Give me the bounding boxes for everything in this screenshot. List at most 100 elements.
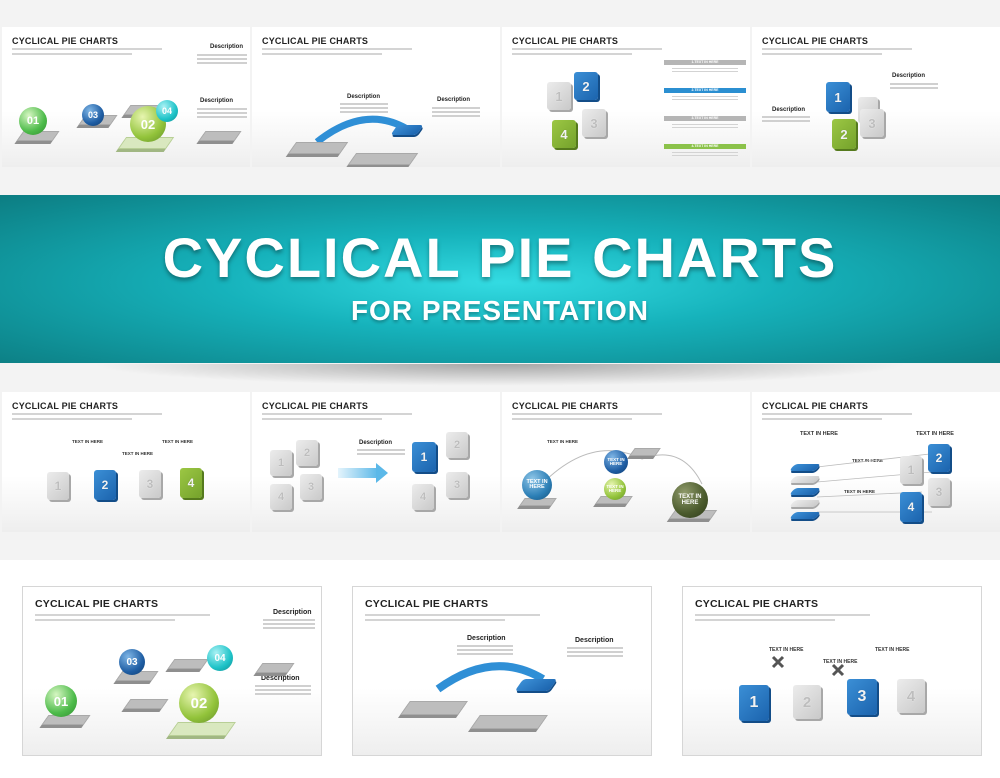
puzzle-piece-3: 3 — [860, 109, 884, 137]
slide-thumbnail-r1-3[interactable]: CYCLICAL PIE CHARTS 1 2 3 4 1.TEXT IN HE… — [502, 27, 750, 167]
text-label: TEXT IN HERE — [547, 439, 579, 444]
puzzle-piece-4: 4 — [180, 468, 202, 498]
text-ball-navy: TEXT IN HERE — [604, 450, 628, 474]
puzzle-piece-1: 1 — [547, 82, 571, 110]
description-label: Description — [892, 73, 926, 79]
description-label: Description — [261, 675, 300, 682]
slide-title: CYCLICAL PIE CHARTS — [762, 401, 869, 411]
description-lines — [197, 108, 247, 120]
puzzle-piece-1: 1 — [47, 472, 69, 500]
text-placeholder-lines — [512, 413, 662, 423]
puzzle-piece-2: 2 — [94, 470, 116, 500]
puzzle-piece-3: 3 — [847, 679, 877, 715]
puzzle-piece-2: 2 — [446, 432, 468, 458]
puzzle-plate — [470, 715, 548, 729]
puzzle-piece-4: 4 — [270, 484, 292, 510]
text-ball-olive: TEXT IN HERE — [672, 482, 708, 518]
text-label: TEXT IN HERE — [852, 458, 884, 463]
puzzle-plate — [167, 659, 209, 669]
description-label: Description — [575, 637, 614, 644]
slide-thumbnail-r1-4[interactable]: CYCLICAL PIE CHARTS Description Descript… — [752, 27, 1000, 167]
slide-thumbnail-r1-2[interactable]: CYCLICAL PIE CHARTS Description Descript… — [252, 27, 500, 167]
number-ball-02: 02 — [179, 683, 219, 723]
puzzle-plate — [255, 663, 295, 673]
description-label: Description — [347, 94, 381, 100]
puzzle-plate — [400, 701, 468, 715]
puzzle-piece-2: 2 — [574, 72, 598, 100]
puzzle-piece-4: 4 — [900, 492, 922, 522]
right-arrow-icon — [338, 468, 378, 478]
slide-preview-large-3[interactable]: CYCLICAL PIE CHARTS TEXT IN HERE TEXT IN… — [682, 586, 982, 756]
text-ball-blue: TEXT IN HERE — [522, 470, 552, 500]
text-ball-lime: TEXT IN HERE — [604, 478, 626, 500]
slide-title: CYCLICAL PIE CHARTS — [365, 598, 489, 610]
description-label: Description — [273, 609, 312, 616]
description-lines — [890, 83, 938, 91]
text-placeholder-lines — [365, 614, 540, 624]
number-ball-01: 01 — [45, 685, 77, 717]
text-label: TEXT IN HERE — [800, 431, 838, 437]
floor-gradient — [2, 476, 250, 532]
text-label: TEXT IN HERE — [72, 439, 104, 444]
slide-thumbnail-r2-4[interactable]: CYCLICAL PIE CHARTS TEXT IN HERE TEXT IN… — [752, 392, 1000, 532]
number-ball-04: 04 — [207, 645, 233, 671]
puzzle-piece-4: 4 — [412, 484, 434, 510]
puzzle-piece-1: 1 — [270, 450, 292, 476]
description-lines — [762, 116, 810, 124]
description-lines — [255, 685, 311, 697]
description-label: Description — [200, 98, 234, 104]
slide-preview-large-1[interactable]: CYCLICAL PIE CHARTS Description Descript… — [22, 586, 322, 756]
text-placeholder-lines — [12, 413, 162, 423]
text-placeholder-lines — [512, 48, 662, 58]
slide-title: CYCLICAL PIE CHARTS — [512, 36, 619, 46]
puzzle-piece-1: 1 — [900, 456, 922, 484]
description-label: Description — [772, 107, 806, 113]
puzzle-piece-4: 4 — [897, 679, 925, 713]
slide-title: CYCLICAL PIE CHARTS — [695, 598, 819, 610]
text-label: TEXT IN HERE — [162, 439, 194, 444]
slide-title: CYCLICAL PIE CHARTS — [262, 401, 369, 411]
slide-thumbnail-r1-1[interactable]: CYCLICAL PIE CHARTS Description Descript… — [2, 27, 250, 167]
text-label: TEXT IN HERE — [844, 489, 876, 494]
title-banner — [0, 195, 1000, 363]
floor-gradient — [683, 687, 981, 755]
slide-title: CYCLICAL PIE CHARTS — [12, 401, 119, 411]
number-ball-01: 01 — [19, 107, 47, 135]
puzzle-piece-2: 2 — [793, 685, 821, 719]
description-lines — [340, 103, 388, 115]
text-placeholder-lines — [262, 48, 412, 58]
text-placeholder-lines — [762, 48, 912, 58]
description-lines — [263, 619, 315, 631]
slide-title: CYCLICAL PIE CHARTS — [512, 401, 619, 411]
puzzle-piece-1: 1 — [739, 685, 769, 721]
description-lines — [432, 107, 480, 119]
text-label: TEXT IN HERE — [769, 647, 804, 653]
step-bar-2: 2.TEXT IN HERE — [664, 88, 746, 93]
puzzle-piece-2: 2 — [832, 119, 856, 149]
bar-text-lines — [672, 124, 738, 130]
slide-title: CYCLICAL PIE CHARTS — [762, 36, 869, 46]
text-placeholder-lines — [762, 413, 912, 423]
text-label: TEXT IN HERE — [122, 451, 154, 456]
bar-text-lines — [672, 152, 738, 158]
banner-subtitle: FOR PRESENTATION — [350, 295, 650, 326]
slide-preview-large-2[interactable]: CYCLICAL PIE CHARTS Description Descript… — [352, 586, 652, 756]
description-label: Description — [210, 44, 244, 50]
description-label: Description — [437, 97, 471, 103]
puzzle-plate — [198, 131, 242, 141]
text-label: TEXT IN HERE — [823, 659, 858, 665]
puzzle-piece-3: 3 — [300, 474, 322, 500]
banner-title: CYCLICAL PIE CHARTS — [162, 226, 838, 289]
text-placeholder-lines — [695, 614, 870, 624]
text-placeholder-lines — [12, 48, 162, 58]
slide-thumbnail-r2-1[interactable]: CYCLICAL PIE CHARTS TEXT IN HERE TEXT IN… — [2, 392, 250, 532]
description-lines — [357, 449, 405, 457]
slide-thumbnail-r2-3[interactable]: CYCLICAL PIE CHARTS TEXT IN HERE TEXT IN… — [502, 392, 750, 532]
arrow-head-icon — [376, 463, 388, 483]
slide-thumbnail-r2-2[interactable]: CYCLICAL PIE CHARTS Description 1 2 4 3 … — [252, 392, 500, 532]
puzzle-piece-3: 3 — [582, 109, 606, 137]
text-placeholder-lines — [262, 413, 412, 423]
puzzle-plate — [347, 153, 419, 165]
step-bar-1: 1.TEXT IN HERE — [664, 60, 746, 65]
description-label: Description — [467, 635, 506, 642]
